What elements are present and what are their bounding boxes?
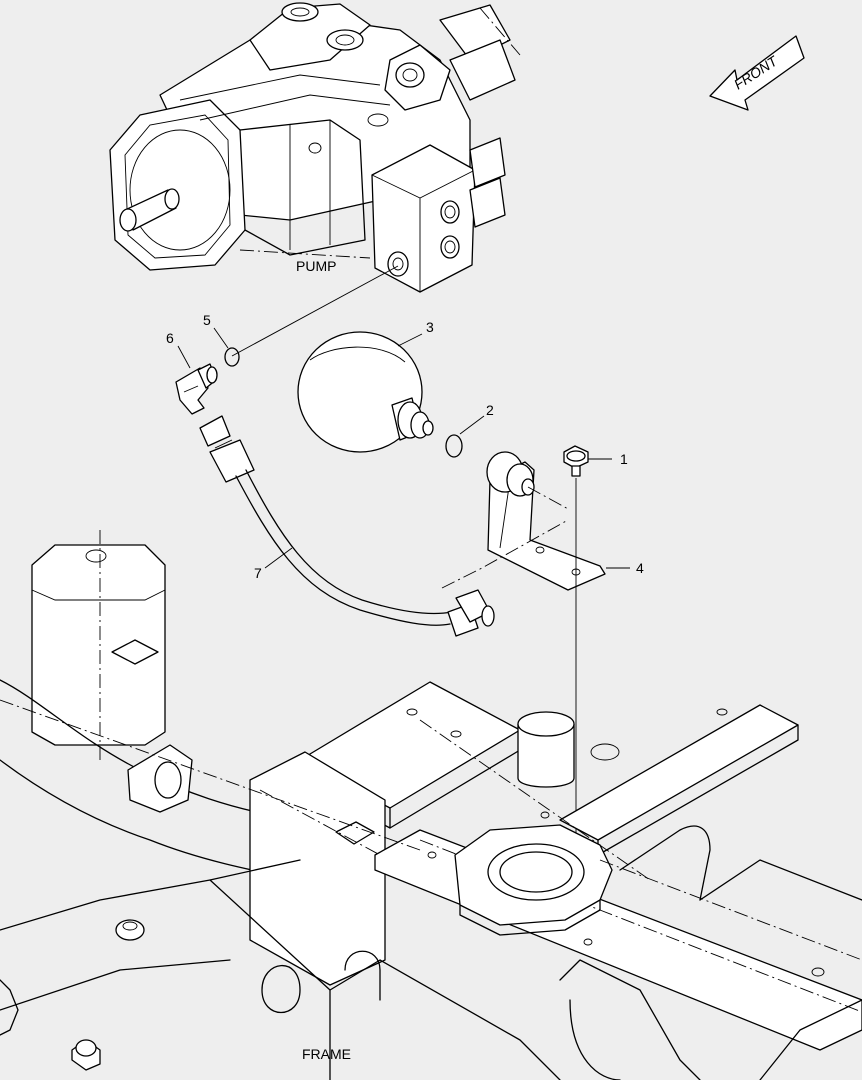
bolt-part-1 xyxy=(563,445,589,477)
callout-4: 4 xyxy=(606,560,644,576)
callout-3-label: 3 xyxy=(426,319,434,335)
front-direction-arrow: FRONT xyxy=(709,35,805,111)
o-ring-part-2 xyxy=(445,434,463,458)
callout-4-label: 4 xyxy=(636,560,644,576)
callout-6-label: 6 xyxy=(166,330,174,346)
hose-part-7 xyxy=(199,415,495,637)
callout-7: 7 xyxy=(254,547,293,581)
frame-assembly: FRAME xyxy=(0,530,862,1080)
callout-3: 3 xyxy=(397,319,434,347)
callout-2: 2 xyxy=(459,402,494,435)
callout-5: 5 xyxy=(203,312,229,349)
callout-6: 6 xyxy=(166,330,191,369)
accumulator-part-3 xyxy=(297,331,434,453)
callout-7-label: 7 xyxy=(254,565,262,581)
pump-assembly: PUMP xyxy=(109,2,521,293)
elbow-fitting-part-6 xyxy=(175,363,218,415)
o-ring-part-5 xyxy=(224,347,240,367)
pump-caption: PUMP xyxy=(296,258,336,274)
callout-1: 1 xyxy=(588,451,628,467)
pump-port-connection-line xyxy=(231,265,399,357)
frame-caption: FRAME xyxy=(302,1046,351,1062)
callout-5-label: 5 xyxy=(203,312,211,328)
callout-2-label: 2 xyxy=(486,402,494,418)
callout-1-label: 1 xyxy=(620,451,628,467)
